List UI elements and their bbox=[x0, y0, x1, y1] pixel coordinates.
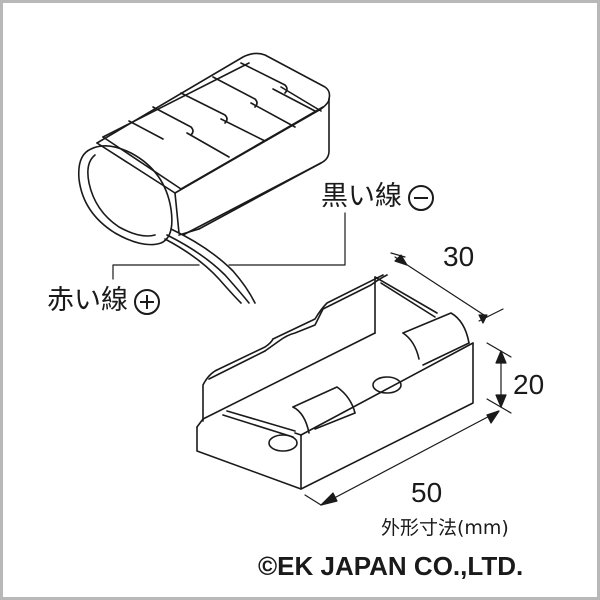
battery-holder-illustration bbox=[196, 274, 474, 490]
dimension-caption: 外形寸法(mm) bbox=[381, 517, 509, 539]
height-dimension: 20 bbox=[513, 369, 545, 400]
plus-icon bbox=[134, 288, 160, 315]
red-wire-label: 赤い線 bbox=[47, 287, 160, 315]
black-wire-label: 黒い線 bbox=[321, 183, 434, 211]
dimension-lines bbox=[304, 252, 512, 506]
red-wire-text: 赤い線 bbox=[47, 285, 128, 316]
line-drawing bbox=[77, 52, 512, 506]
minus-icon bbox=[408, 184, 434, 211]
depth-dimension: 30 bbox=[443, 241, 475, 272]
leader-lines bbox=[112, 212, 346, 280]
copyright: ©EK JAPAN CO.,LTD. bbox=[258, 551, 524, 581]
black-wire-text: 黒い線 bbox=[321, 181, 402, 212]
width-dimension: 50 bbox=[411, 477, 443, 508]
battery-pack-illustration bbox=[77, 52, 331, 304]
